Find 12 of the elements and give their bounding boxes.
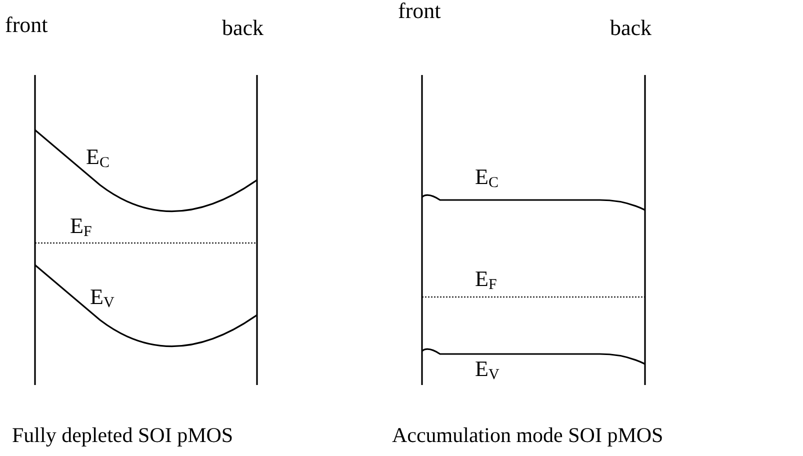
band-label: E$_{V}$ — [475, 358, 500, 383]
caption: Accumulation mode SOI pMOS — [392, 425, 664, 446]
band-label: E$_{C}$ — [475, 166, 498, 191]
side-label: back — [222, 17, 264, 39]
band-label: E$_{F}$ — [70, 215, 92, 240]
band-label: E$_{V}$ — [90, 286, 114, 311]
caption: Fully depleted SOI pMOS — [12, 425, 234, 446]
side-label: front — [398, 0, 441, 22]
band-label: E$_{F}$ — [475, 268, 497, 293]
band-label: E$_{C}$ — [86, 146, 110, 171]
side-label: front — [5, 14, 48, 36]
side-label: back — [610, 17, 652, 39]
